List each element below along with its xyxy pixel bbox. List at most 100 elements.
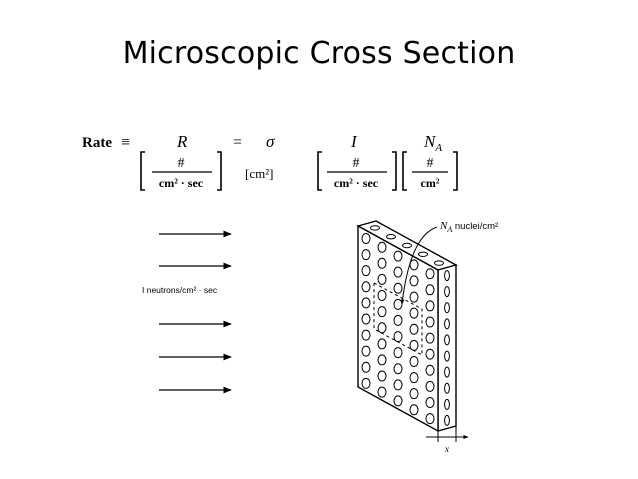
- nucleus: [393, 298, 403, 310]
- nucleus: [393, 314, 403, 326]
- nucleus: [425, 413, 435, 425]
- nucleus: [402, 242, 412, 249]
- nucleus: [377, 257, 387, 269]
- nuclei-front: [361, 233, 435, 425]
- bracket-left: [402, 151, 407, 191]
- nucleus: [444, 350, 450, 362]
- nucleus: [377, 386, 387, 398]
- neutron-beam: [159, 230, 232, 394]
- nucleus: [377, 322, 387, 334]
- unit-area-marker: [373, 282, 423, 356]
- nucleus: [377, 290, 387, 301]
- nucleus: [444, 366, 450, 378]
- nucleus: [377, 370, 387, 382]
- symbol-R: R: [176, 132, 188, 151]
- unit-rate-numerator: #: [178, 156, 185, 171]
- nucleus: [434, 260, 444, 266]
- bracket-right: [217, 151, 222, 191]
- nuclei-top: [370, 225, 444, 266]
- symbol-sigma: σ: [266, 132, 275, 151]
- symbol-I: I: [350, 132, 358, 151]
- unit-rate: # cm² · sec: [140, 151, 222, 191]
- nucleus: [409, 356, 419, 367]
- nucleus: [409, 323, 419, 335]
- nucleus: [409, 372, 419, 384]
- nucleus: [425, 284, 435, 296]
- nucleus: [393, 250, 403, 262]
- nucleus: [377, 273, 387, 285]
- equals-symbol: =: [233, 134, 242, 151]
- nucleus: [361, 377, 371, 389]
- thickness-label: x: [444, 444, 449, 454]
- nucleus: [425, 268, 435, 280]
- nucleus: [393, 363, 403, 375]
- nucleus: [361, 329, 371, 341]
- nucleus: [444, 270, 450, 282]
- nucleus: [425, 332, 435, 344]
- unit-area: [cm²]: [245, 166, 273, 181]
- nucleus: [444, 382, 450, 394]
- slide-title: Microscopic Cross Section: [122, 36, 516, 71]
- nucleus: [377, 306, 387, 318]
- nucleus: [444, 414, 450, 426]
- nucleus: [409, 291, 419, 303]
- unit-flux: # cm² · sec: [317, 151, 397, 191]
- nucleus: [409, 339, 419, 351]
- nucleus: [361, 281, 371, 293]
- nucleus: [393, 379, 403, 391]
- nucleus: [425, 397, 435, 408]
- unit-density-denominator: cm²: [421, 176, 440, 190]
- nucleus: [377, 338, 387, 350]
- nucleus: [409, 388, 419, 400]
- nucleus: [425, 300, 435, 312]
- nucleus: [361, 345, 371, 357]
- flux-label: I neutrons/cm² · sec: [142, 285, 218, 295]
- nucleus: [409, 259, 419, 271]
- nucleus: [444, 302, 450, 314]
- dashed-area: [373, 282, 423, 356]
- nucleus: [444, 286, 450, 298]
- nucleus: [409, 275, 419, 287]
- nucleus: [377, 241, 387, 253]
- nucleus: [425, 316, 435, 328]
- unit-rate-denominator: cm² · sec: [159, 176, 204, 190]
- unit-density-numerator: #: [427, 156, 434, 171]
- nucleus: [361, 249, 371, 261]
- bracket-left: [140, 151, 145, 191]
- nucleus: [393, 282, 403, 294]
- nuclei-label: NA nuclei/cm²: [439, 220, 498, 234]
- thickness-dimension: [426, 426, 469, 442]
- unit-flux-numerator: #: [353, 156, 360, 171]
- unit-density: # cm²: [402, 151, 458, 191]
- nucleus: [418, 251, 428, 258]
- symbol-NA: NA: [423, 132, 442, 154]
- nucleus: [361, 313, 371, 325]
- nucleus: [425, 348, 435, 360]
- nucleus: [361, 361, 371, 373]
- rate-label: Rate: [82, 135, 112, 151]
- nucleus: [386, 234, 396, 240]
- rate-equation: Rate ≡ R = σ I NA # cm² · sec [cm²] # cm…: [82, 132, 458, 191]
- nucleus: [444, 398, 450, 410]
- nucleus: [393, 395, 403, 407]
- nucleus: [444, 334, 450, 346]
- nucleus: [393, 347, 403, 359]
- nuclei-side: [444, 270, 450, 426]
- nucleus: [444, 318, 450, 330]
- bracket-left: [317, 151, 322, 191]
- target-slab: [356, 220, 458, 433]
- bracket-right: [392, 151, 397, 191]
- nucleus: [370, 225, 380, 231]
- nucleus: [425, 364, 435, 376]
- nucleus: [361, 297, 371, 309]
- nucleus: [409, 404, 419, 416]
- nucleus: [425, 380, 435, 392]
- unit-flux-denominator: cm² · sec: [334, 176, 379, 190]
- nucleus: [393, 331, 403, 343]
- nucleus: [377, 354, 387, 366]
- nucleus: [393, 266, 403, 278]
- equiv-symbol: ≡: [121, 134, 130, 151]
- bracket-right: [453, 151, 458, 191]
- nucleus: [361, 265, 371, 277]
